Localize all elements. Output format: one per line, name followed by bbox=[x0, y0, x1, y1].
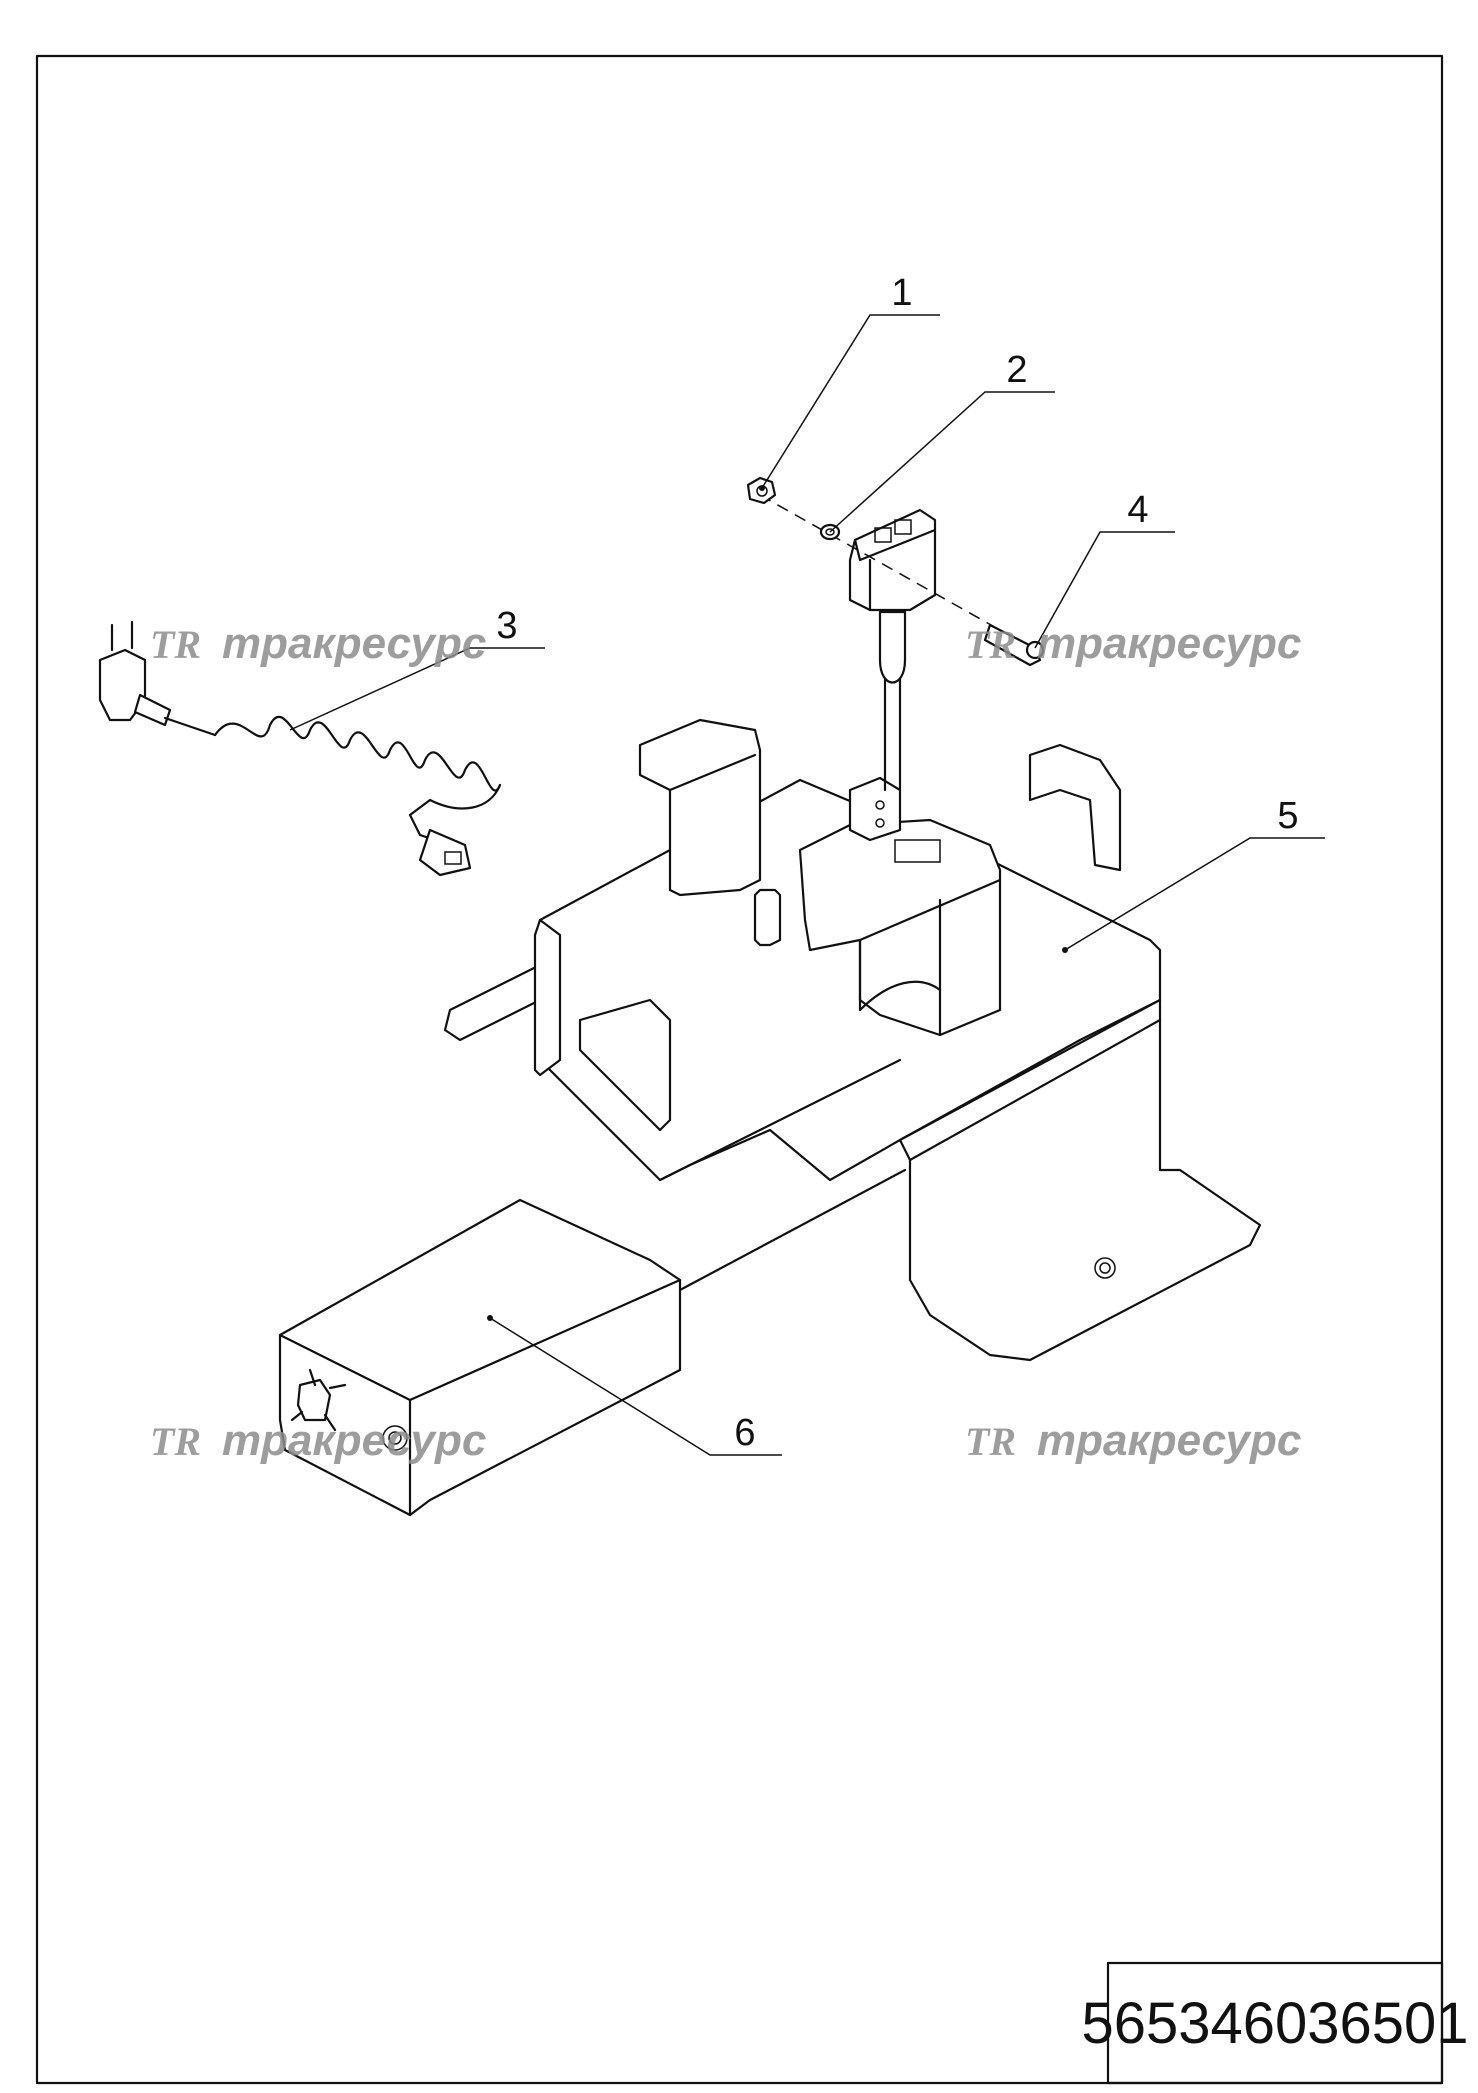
svg-text:тракресурс: тракресурс bbox=[1037, 619, 1301, 668]
svg-text:TR: TR bbox=[150, 622, 201, 667]
watermark-top-left: TR тракресурс bbox=[150, 619, 486, 668]
callout-2: 2 bbox=[829, 349, 1055, 533]
callout-4: 4 bbox=[1034, 489, 1175, 649]
svg-text:4: 4 bbox=[1127, 489, 1148, 531]
drawing-frame bbox=[35, 54, 1444, 2085]
connector-bolt-part-4 bbox=[848, 508, 1045, 684]
title-block: 565346036501 bbox=[1081, 1961, 1469, 2085]
watermark-bottom-left: TR тракресурс bbox=[150, 1416, 486, 1465]
svg-text:тракресурс: тракресурс bbox=[1037, 1416, 1301, 1465]
svg-text:1: 1 bbox=[891, 272, 912, 314]
mounting-plate-part-5 bbox=[443, 718, 1262, 1362]
callout-1: 1 bbox=[759, 272, 940, 491]
svg-text:6: 6 bbox=[734, 1412, 755, 1454]
svg-text:TR: TR bbox=[150, 1419, 201, 1464]
watermark-top-right: TR тракресурс bbox=[965, 619, 1301, 668]
svg-text:5: 5 bbox=[1277, 795, 1298, 837]
svg-text:тракресурс: тракресурс bbox=[222, 619, 486, 668]
callout-5: 5 bbox=[1062, 795, 1325, 953]
svg-text:TR: TR bbox=[965, 622, 1016, 667]
callout-3: 3 bbox=[289, 605, 545, 731]
svg-text:3: 3 bbox=[496, 605, 517, 647]
callout-6: 6 bbox=[487, 1315, 782, 1456]
power-cord-part-3 bbox=[98, 620, 502, 877]
box-housing-part-6 bbox=[278, 1198, 682, 1517]
part-number: 565346036501 bbox=[1081, 1991, 1468, 2056]
svg-text:TR: TR bbox=[965, 1419, 1016, 1464]
svg-text:тракресурс: тракресурс bbox=[222, 1416, 486, 1465]
watermark-bottom-right: TR тракресурс bbox=[965, 1416, 1301, 1465]
svg-text:2: 2 bbox=[1006, 349, 1027, 391]
